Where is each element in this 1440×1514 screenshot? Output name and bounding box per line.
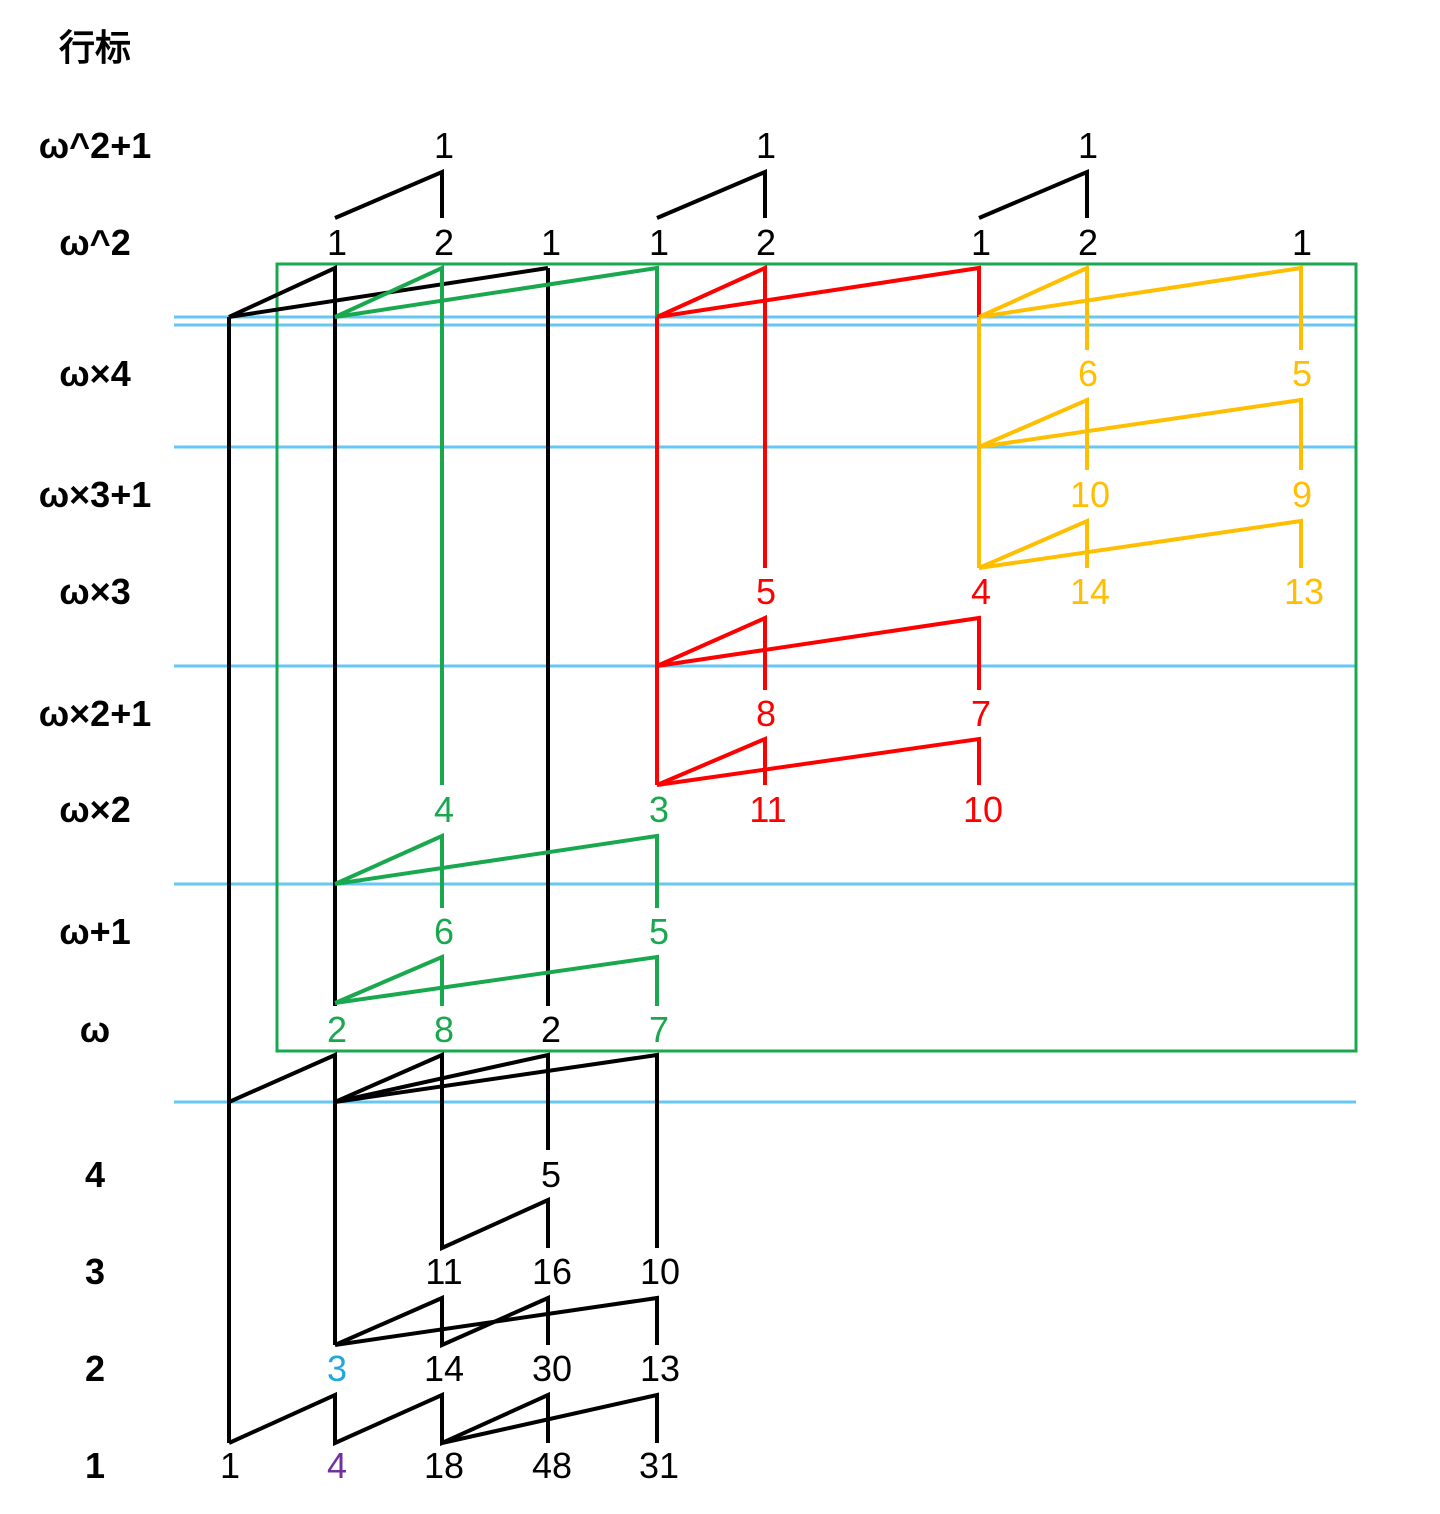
node-number: 13 xyxy=(640,1348,680,1389)
node-number: 1 xyxy=(756,125,776,166)
green-low-to-col4 xyxy=(334,954,659,1006)
node-number: 1 xyxy=(220,1445,240,1486)
row-labels: 行标 ω^2+1 ω^2 ω×4 ω×3+1 ω×3 ω×2+1 ω×2 ω+1… xyxy=(39,27,152,1486)
node-number: 7 xyxy=(971,693,991,734)
node-number: 2 xyxy=(1078,222,1098,263)
row2-link-a xyxy=(334,1294,550,1349)
node-number: 31 xyxy=(639,1445,679,1486)
green-low-link xyxy=(334,953,444,1006)
header-title: 行标 xyxy=(59,27,131,68)
node-number: 5 xyxy=(541,1154,561,1195)
top-link-2 xyxy=(656,168,767,220)
omega-link-a xyxy=(228,1051,337,1345)
node-number: 6 xyxy=(434,911,454,952)
yellow-top-to-col8 xyxy=(978,265,1303,350)
top-link-3 xyxy=(978,168,1089,220)
node-number: 18 xyxy=(424,1445,464,1486)
node-number: 1 xyxy=(541,222,561,263)
row-label: ω×4 xyxy=(59,353,130,394)
node-number: 3 xyxy=(327,1348,347,1389)
black-links xyxy=(227,168,1089,1447)
row-label: ω+1 xyxy=(59,911,130,952)
green-frame xyxy=(275,262,1358,1053)
green-mid-link xyxy=(334,832,444,908)
row1-link-b xyxy=(441,1392,659,1445)
row-label: 2 xyxy=(85,1348,105,1389)
node-number: 16 xyxy=(532,1251,572,1292)
row-label: ω×3+1 xyxy=(39,474,152,515)
row-label: ω×2 xyxy=(59,789,130,830)
red-low-to-col6 xyxy=(656,736,981,787)
node-number: 1 xyxy=(1078,125,1098,166)
node-numbers: 1 1 1 1 2 1 1 2 1 2 1 6 5 10 9 14 13 5 4… xyxy=(220,125,1324,1486)
omega-link-b xyxy=(334,1051,550,1252)
red-top-to-col6 xyxy=(656,265,981,319)
node-number: 5 xyxy=(649,911,669,952)
row1-link-a xyxy=(228,1391,550,1447)
row-label: ω×3 xyxy=(59,571,130,612)
row-label: ω^2 xyxy=(59,222,130,263)
node-number: 48 xyxy=(532,1445,572,1486)
node-number: 11 xyxy=(749,789,786,830)
node-number: 2 xyxy=(327,1009,347,1050)
node-number: 30 xyxy=(532,1348,572,1389)
node-number: 2 xyxy=(434,222,454,263)
node-number: 1 xyxy=(971,222,991,263)
node-number: 2 xyxy=(756,222,776,263)
green-top-link xyxy=(334,264,444,785)
red-mid-link xyxy=(656,614,767,690)
node-number: 3 xyxy=(649,789,669,830)
green-top-to-col4 xyxy=(334,265,659,319)
omega-link-c xyxy=(334,1052,550,1150)
root-link-upper xyxy=(228,264,337,1006)
node-number: 5 xyxy=(756,571,776,612)
yellow-low-to-col8 xyxy=(978,518,1303,570)
node-number: 4 xyxy=(327,1445,347,1486)
yellow-mid-link xyxy=(978,396,1089,470)
row-label: 3 xyxy=(85,1251,105,1292)
green-mid-to-col4 xyxy=(334,833,659,908)
red-mid-to-col6 xyxy=(656,615,981,690)
node-number: 10 xyxy=(640,1251,680,1292)
node-number: 6 xyxy=(1078,353,1098,394)
green-links xyxy=(334,264,659,1006)
node-number: 2 xyxy=(541,1009,561,1050)
node-number: 1 xyxy=(649,222,669,263)
row-label: 1 xyxy=(85,1445,105,1486)
node-number: 7 xyxy=(649,1009,669,1050)
node-number: 1 xyxy=(1292,222,1312,263)
red-top-link xyxy=(656,264,767,568)
node-number: 10 xyxy=(1070,474,1110,515)
omega-link-d xyxy=(334,1052,659,1248)
row-label: ω×2+1 xyxy=(39,693,152,734)
red-links xyxy=(655,264,981,787)
row2-link-b xyxy=(334,1295,659,1347)
node-number: 5 xyxy=(1292,353,1312,394)
yellow-top-link xyxy=(978,264,1089,350)
node-number: 8 xyxy=(756,693,776,734)
node-number: 10 xyxy=(963,789,1003,830)
yellow-links xyxy=(977,264,1303,570)
node-number: 4 xyxy=(971,571,991,612)
node-number: 14 xyxy=(424,1348,464,1389)
node-number: 11 xyxy=(425,1251,462,1292)
yellow-mid-to-col8 xyxy=(978,397,1303,470)
row-label: ω xyxy=(80,1009,110,1050)
node-number: 1 xyxy=(327,222,347,263)
node-number: 14 xyxy=(1070,571,1110,612)
node-number: 1 xyxy=(434,125,454,166)
row-label: ω^2+1 xyxy=(39,125,152,166)
row-label: 4 xyxy=(85,1154,105,1195)
top-link-1 xyxy=(334,168,444,220)
node-number: 9 xyxy=(1292,474,1312,515)
node-number: 13 xyxy=(1284,571,1324,612)
node-number: 8 xyxy=(434,1009,454,1050)
node-number: 4 xyxy=(434,789,454,830)
